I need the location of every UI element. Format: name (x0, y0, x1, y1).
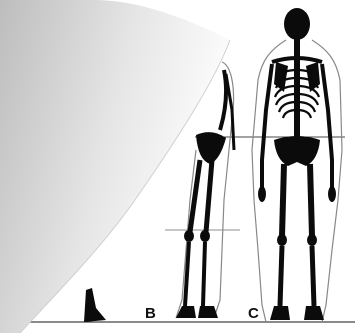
skeleton-c-neck (294, 38, 300, 52)
skeleton-c-knee-right (307, 234, 317, 246)
skeleton-c-arm-right (322, 64, 332, 188)
skeleton-c-femur-left (282, 164, 284, 236)
skeleton-c-foot-left (270, 306, 290, 320)
panel-label-c: C (248, 305, 259, 322)
skeleton-c-foot-right (304, 306, 324, 320)
skeleton-c-skull (284, 8, 310, 40)
skeleton-a-foot (84, 288, 106, 322)
skeleton-c-femur-right (310, 164, 312, 236)
skeleton-c-tibia-right (312, 246, 314, 306)
skeleton-c-hand-left (258, 186, 266, 202)
skeleton-c-arm-left (262, 64, 272, 188)
skeleton-b-spine (220, 70, 226, 130)
skeleton-c-hand-right (328, 186, 336, 202)
skeleton-c-pelvis (274, 136, 320, 166)
skeleton-b-femur-front (206, 160, 212, 232)
skeleton-c-knee-left (277, 234, 287, 246)
skeleton-b-tibia-front (203, 242, 205, 306)
skeleton-c-tibia-left (280, 246, 282, 306)
skeleton-b-knee-back (184, 230, 194, 242)
skeleton-b-knee-front (200, 230, 210, 242)
page-curl (0, 0, 230, 333)
skeleton-c (252, 8, 342, 322)
panel-label-b: B (145, 305, 156, 322)
skeleton-b-femur-back (190, 160, 200, 232)
skeleton-b-foot-front (198, 306, 218, 318)
skeleton-b-pelvis (196, 132, 226, 164)
